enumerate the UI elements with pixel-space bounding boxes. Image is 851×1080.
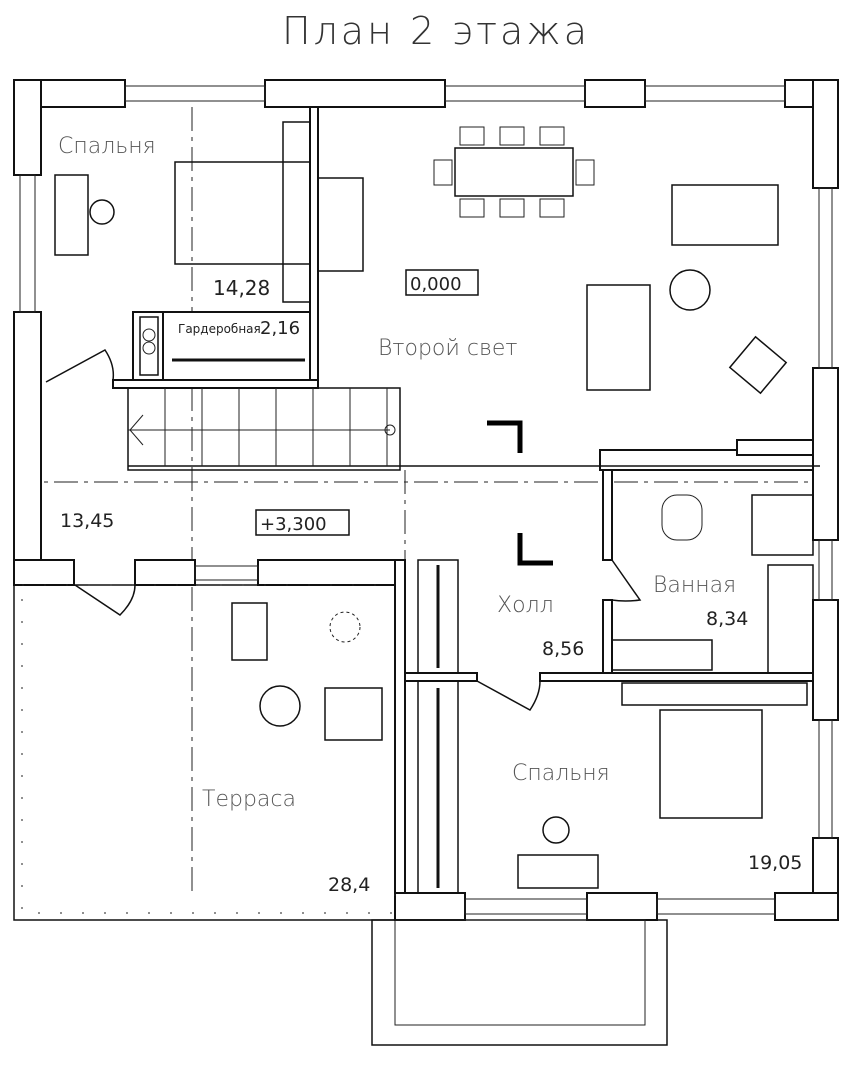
axis-lines [14, 107, 838, 893]
corridor-level: +3,300 [260, 514, 327, 535]
exterior-walls [13, 79, 839, 921]
wardrobe-area: 2,16 [260, 318, 300, 339]
room-labels: Спальня 14,28 Гардеробная 2,16 0,000 Вто… [58, 134, 802, 896]
terrace [13, 584, 396, 921]
bathroom-area: 8,34 [706, 608, 748, 630]
corridor-area: 13,45 [60, 510, 114, 532]
stair-treads [164, 388, 388, 466]
staircase [127, 387, 820, 471]
hall-name: Холл [497, 593, 554, 618]
doors [45, 349, 642, 711]
bathroom-name: Ванная [653, 573, 736, 598]
interior-walls [112, 106, 814, 894]
terrace-name: Терраса [202, 787, 296, 812]
bedroom-2-name: Спальня [512, 761, 610, 786]
bedroom-2-area: 19,05 [748, 852, 802, 874]
wardrobe-name: Гардеробная [178, 322, 261, 336]
second-light-name: Второй свет [378, 336, 517, 361]
second-light-level: 0,000 [410, 274, 462, 295]
bedroom-1-area: 14,28 [213, 276, 270, 300]
windows [19, 85, 833, 915]
bedroom-1-name: Спальня [58, 134, 156, 159]
hall-area: 8,56 [542, 638, 584, 660]
furniture [54, 121, 814, 889]
balcony [371, 919, 668, 1046]
wardrobes [139, 316, 459, 894]
plan-title: План 2 этажа [282, 9, 590, 53]
terrace-area: 28,4 [328, 874, 370, 896]
